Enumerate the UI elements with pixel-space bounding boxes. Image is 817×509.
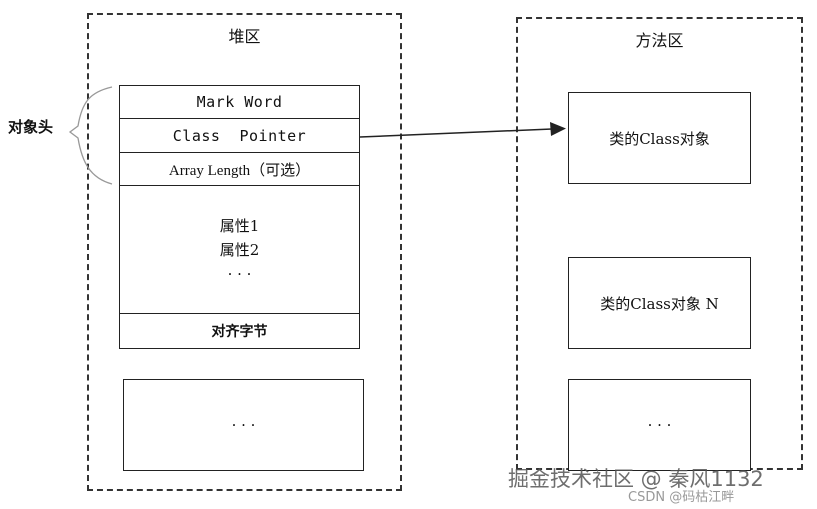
- watermark-sub: CSDN @码枯江畔: [628, 490, 735, 505]
- class-pointer-arrowhead: [550, 122, 566, 136]
- heap-region: 堆区: [87, 13, 402, 491]
- object-header-brace: [68, 86, 113, 185]
- padding-label: 对齐字节: [211, 323, 268, 340]
- class-object-n-label: 类的Class对象 N: [600, 294, 719, 313]
- class-pointer-arrow: [359, 128, 553, 138]
- class-pointer-row: Class Pointer: [120, 119, 359, 153]
- other-heap-object-label: · · ·: [231, 416, 256, 434]
- attribute-ellipsis: · · ·: [227, 264, 252, 283]
- other-heap-object: · · ·: [123, 379, 364, 471]
- mark-word-label: Mark Word: [196, 93, 283, 111]
- array-length-row: Array Length（可选）: [120, 153, 359, 186]
- class-pointer-label: Class Pointer: [172, 126, 307, 145]
- class-object-n-box: 类的Class对象 N: [568, 257, 751, 349]
- heap-title: 堆区: [228, 27, 261, 46]
- class-object-ellipsis-box: · · ·: [568, 379, 751, 471]
- class-object-box: 类的Class对象: [568, 92, 751, 184]
- object-header-label: 对象头: [8, 118, 54, 136]
- array-length-label: Array Length（可选）: [168, 162, 311, 179]
- mark-word-row: Mark Word: [120, 86, 359, 119]
- padding-row: 对齐字节: [120, 314, 359, 347]
- class-object-ellipsis-label: · · ·: [647, 416, 672, 434]
- attributes-row: 属性1 属性2 · · ·: [120, 186, 359, 314]
- method-area-title: 方法区: [635, 31, 684, 50]
- watermark-main: 掘金技术社区 @ 秦风1132: [508, 467, 764, 491]
- class-object-label: 类的Class对象: [609, 129, 710, 148]
- object-structure: Mark Word Class Pointer Array Length（可选）…: [119, 85, 360, 349]
- attribute-2-label: 属性2: [219, 240, 260, 259]
- attribute-1-label: 属性1: [219, 216, 260, 235]
